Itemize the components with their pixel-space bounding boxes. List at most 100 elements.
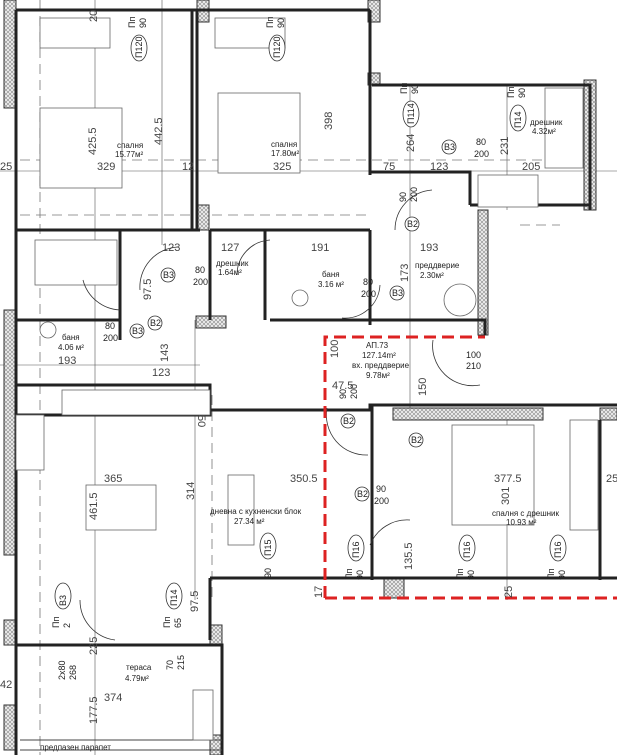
svg-text:Пп: Пп (127, 17, 137, 28)
window-tag: В3 Пп 2 (51, 582, 72, 628)
dimension: 47.5 (332, 380, 353, 392)
dimension: 123 (430, 161, 448, 173)
svg-text:90: 90 (355, 570, 365, 580)
bed (451, 424, 535, 526)
dimension: 97.5 (142, 279, 154, 300)
kitchen-counter (61, 389, 211, 416)
dimension: 325 (273, 161, 291, 173)
stove (15, 414, 45, 471)
svg-text:200: 200 (193, 277, 208, 287)
svg-text:215: 215 (176, 655, 186, 670)
svg-text:80: 80 (105, 321, 115, 331)
svg-text:90: 90 (376, 484, 386, 494)
dimension: 150 (417, 378, 429, 396)
room-name: баня (322, 270, 340, 279)
dimension: 231 (499, 137, 511, 155)
room-name: дневна с кухненски блок (210, 507, 302, 516)
room-area: 4.32м² (532, 127, 556, 136)
svg-text:90: 90 (410, 84, 420, 94)
svg-text:Пп: Пп (455, 569, 465, 580)
bed (217, 92, 301, 174)
apartment-boundary (323, 335, 617, 600)
room-area: 4.06 м² (58, 343, 84, 352)
room-area: 15.77м² (115, 150, 144, 159)
svg-text:210: 210 (466, 361, 481, 371)
dimension: 301 (500, 487, 512, 505)
svg-text:В2: В2 (343, 416, 354, 426)
svg-text:200: 200 (474, 149, 489, 159)
svg-text:200: 200 (361, 289, 376, 299)
furniture (15, 17, 599, 741)
window-tag: П16 Пп 90 (546, 534, 567, 580)
svg-text:200: 200 (409, 187, 419, 202)
wardrobe (544, 87, 584, 169)
svg-text:В3: В3 (444, 142, 455, 152)
svg-text:В2: В2 (357, 489, 368, 499)
svg-text:90: 90 (557, 570, 567, 580)
svg-text:П15: П15 (263, 540, 273, 556)
dimension: 264 (405, 134, 417, 152)
toilet (291, 289, 309, 307)
svg-text:П16: П16 (351, 542, 361, 558)
svg-text:П114: П114 (406, 103, 416, 124)
svg-text:Пп: Пп (265, 17, 275, 28)
room-labels: спалня 15.77м² спалня 17.80м² дрешник 4.… (40, 118, 563, 752)
svg-text:80: 80 (195, 265, 205, 275)
dimension: 25 (503, 586, 515, 598)
svg-text:90: 90 (138, 18, 148, 28)
dimension: 42 (0, 679, 12, 691)
dimension: 225 (88, 637, 100, 655)
window-tag: П14 Пп 90 (506, 87, 527, 132)
dimension: 127 (221, 242, 239, 254)
window-tag: П120 Пп 90 (265, 17, 286, 62)
svg-text:90: 90 (517, 88, 527, 98)
svg-text:В2: В2 (407, 219, 418, 229)
dimension: 377.5 (494, 473, 522, 485)
dimension: 97.5 (189, 591, 201, 612)
parapet-label: предпазен парапет (40, 743, 111, 752)
door-tag: В2 (408, 432, 424, 448)
svg-text:Пп: Пп (546, 569, 556, 580)
wardrobe (477, 174, 539, 208)
svg-text:В3: В3 (392, 288, 403, 298)
dimension: 177.5 (88, 696, 100, 724)
dimension: 205 (522, 161, 540, 173)
bed (39, 107, 123, 189)
window-tag: П16 Пп 90 (344, 534, 365, 580)
room-area: 10.93 м² (506, 518, 537, 527)
dimension: 135.5 (403, 542, 415, 570)
radiator (192, 689, 214, 741)
dimension: 143 (159, 344, 171, 362)
room-area: 1.64м² (218, 268, 242, 277)
window-tag: П120 Пп 90 (127, 17, 148, 62)
room-name: вх. преддверие (352, 361, 410, 370)
room-name: спалня (271, 140, 297, 149)
dimension: 123 (152, 367, 170, 379)
svg-text:В3: В3 (132, 326, 143, 336)
room-area: 17.80м² (271, 149, 300, 158)
walls (14, 8, 617, 755)
room-area: 4.79м² (125, 674, 149, 683)
svg-text:П14: П14 (169, 590, 179, 606)
room-area: 27.34 м² (234, 517, 265, 526)
bathtub (34, 239, 118, 286)
svg-text:П120: П120 (272, 37, 282, 59)
window-tag: П114 Пп 90 (399, 83, 420, 128)
dimension: 25 (0, 161, 12, 173)
room-area: 2.30м² (420, 271, 444, 280)
svg-text:268: 268 (68, 665, 78, 680)
room-name: баня (62, 333, 80, 342)
svg-text:П14: П14 (513, 112, 523, 128)
svg-text:70: 70 (165, 660, 175, 670)
room-name: тераса (126, 663, 152, 672)
room-name: спалня (117, 141, 143, 150)
svg-text:65: 65 (173, 618, 183, 628)
svg-text:В2: В2 (411, 435, 422, 445)
dimension: 329 (97, 161, 115, 173)
